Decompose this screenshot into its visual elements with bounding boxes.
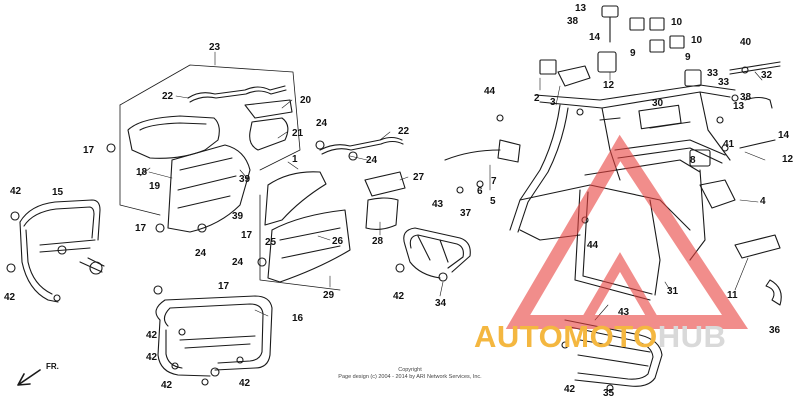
callout-43a[interactable]: 43 xyxy=(432,199,444,210)
callout-26[interactable]: 26 xyxy=(332,236,344,247)
callout-38a[interactable]: 38 xyxy=(567,16,579,27)
callout-15[interactable]: 15 xyxy=(52,187,64,198)
callout-14a[interactable]: 14 xyxy=(589,32,601,43)
watermark-text: AUTOMOTOHUB xyxy=(474,320,726,354)
callout-11[interactable]: 11 xyxy=(727,290,738,301)
fasteners xyxy=(6,66,749,386)
callout-40[interactable]: 40 xyxy=(740,37,752,48)
callout-39b[interactable]: 39 xyxy=(232,211,244,222)
callout-17d[interactable]: 17 xyxy=(218,281,230,292)
callout-9b[interactable]: 9 xyxy=(685,52,691,63)
callout-42c[interactable]: 42 xyxy=(146,330,158,341)
callout-19[interactable]: 19 xyxy=(149,181,161,192)
callout-29[interactable]: 29 xyxy=(323,290,335,301)
callout-33b[interactable]: 33 xyxy=(718,77,730,88)
callout-24d[interactable]: 24 xyxy=(232,257,244,268)
front-guard-left xyxy=(19,199,105,303)
callout-42b[interactable]: 42 xyxy=(4,292,16,303)
callout-30[interactable]: 30 xyxy=(652,98,664,109)
callout-42d[interactable]: 42 xyxy=(146,352,158,363)
callout-17c[interactable]: 17 xyxy=(241,230,253,241)
callout-28[interactable]: 28 xyxy=(372,236,384,247)
callout-38b[interactable]: 38 xyxy=(740,92,752,103)
copyright-line-1: Copyright xyxy=(398,367,422,373)
callout-12b[interactable]: 12 xyxy=(782,154,794,165)
copyright-notice: Copyright Page design (c) 2004 - 2014 by… xyxy=(300,367,520,381)
callout-33a[interactable]: 33 xyxy=(707,68,719,79)
callout-24c[interactable]: 24 xyxy=(195,248,207,259)
callout-22a[interactable]: 22 xyxy=(162,91,174,102)
side-cover-center xyxy=(259,171,406,291)
callout-39a[interactable]: 39 xyxy=(239,174,251,185)
callout-42a[interactable]: 42 xyxy=(10,186,22,197)
callout-24b[interactable]: 24 xyxy=(366,155,378,166)
watermark-text-part2: HUB xyxy=(657,319,727,354)
callout-8[interactable]: 8 xyxy=(690,155,696,166)
copyright-line-2: Page design (c) 2004 - 2014 by ARI Netwo… xyxy=(338,374,482,380)
callout-10b[interactable]: 10 xyxy=(691,35,703,46)
callout-2[interactable]: 2 xyxy=(534,93,540,104)
callout-21[interactable]: 21 xyxy=(292,128,304,139)
callout-24a[interactable]: 24 xyxy=(316,118,328,129)
callout-41[interactable]: 41 xyxy=(723,139,735,150)
callout-23[interactable]: 23 xyxy=(209,42,221,53)
callout-10a[interactable]: 10 xyxy=(671,17,683,28)
leader-lines xyxy=(139,51,766,321)
callout-27[interactable]: 27 xyxy=(413,172,425,183)
electrical-parts xyxy=(444,5,782,306)
callout-18[interactable]: 18 xyxy=(136,167,148,178)
callout-42e[interactable]: 42 xyxy=(239,378,251,389)
callout-35[interactable]: 35 xyxy=(603,388,615,399)
callout-31[interactable]: 31 xyxy=(667,286,679,297)
callout-13a[interactable]: 13 xyxy=(575,3,587,14)
front-direction-label: FR. xyxy=(46,362,59,371)
callout-14b[interactable]: 14 xyxy=(778,130,790,141)
callout-25[interactable]: 25 xyxy=(265,237,277,248)
callout-6[interactable]: 6 xyxy=(477,186,483,197)
callout-42g[interactable]: 42 xyxy=(393,291,405,302)
watermark-logo xyxy=(505,134,749,329)
callout-43b[interactable]: 43 xyxy=(618,307,630,318)
callout-7[interactable]: 7 xyxy=(491,176,497,187)
callout-4[interactable]: 4 xyxy=(760,196,766,207)
callout-13b[interactable]: 13 xyxy=(733,101,745,112)
callout-12a[interactable]: 12 xyxy=(603,80,615,91)
crash-bar-middle xyxy=(403,227,471,282)
watermark-text-part1: AUTOMOTO xyxy=(474,319,658,354)
callout-1[interactable]: 1 xyxy=(292,154,298,165)
callout-17b[interactable]: 17 xyxy=(135,223,147,234)
callout-32[interactable]: 32 xyxy=(761,70,773,81)
callout-20[interactable]: 20 xyxy=(300,95,312,106)
callout-44b[interactable]: 44 xyxy=(587,240,599,251)
front-direction-arrow xyxy=(17,369,41,386)
callout-5[interactable]: 5 xyxy=(490,196,496,207)
callout-9a[interactable]: 9 xyxy=(630,48,636,59)
callout-17a[interactable]: 17 xyxy=(83,145,95,156)
callout-42f[interactable]: 42 xyxy=(161,380,173,391)
rear-guard-bottom xyxy=(155,295,273,377)
callout-44a[interactable]: 44 xyxy=(484,86,496,97)
crash-bar-rear xyxy=(564,319,663,392)
callout-36[interactable]: 36 xyxy=(769,325,781,336)
bent-bars-top xyxy=(187,85,404,155)
callout-22b[interactable]: 22 xyxy=(398,126,410,137)
callout-16[interactable]: 16 xyxy=(292,313,304,324)
callout-37[interactable]: 37 xyxy=(460,208,472,219)
callout-34[interactable]: 34 xyxy=(435,298,447,309)
callout-3[interactable]: 3 xyxy=(550,97,556,108)
callout-42h[interactable]: 42 xyxy=(564,384,576,395)
side-cover-left xyxy=(127,99,293,233)
